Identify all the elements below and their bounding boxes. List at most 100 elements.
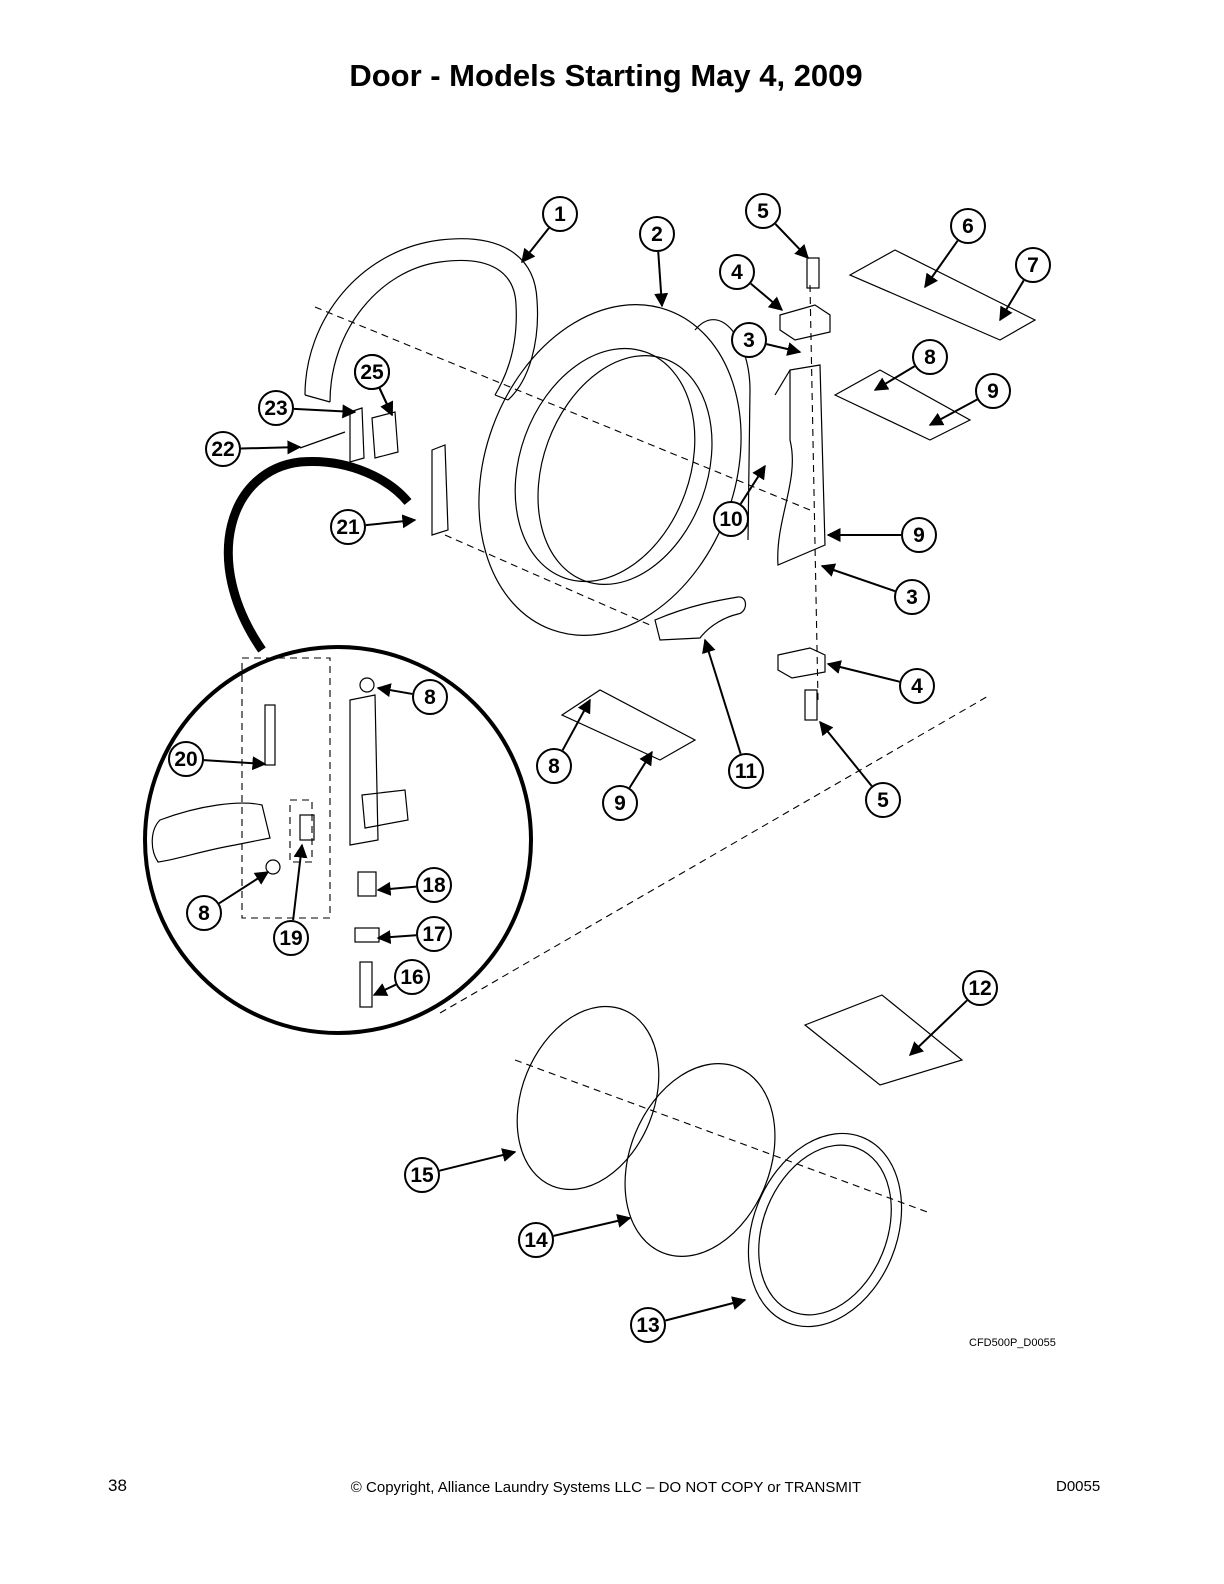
callout-leader xyxy=(439,1148,517,1172)
copyright-notice: © Copyright, Alliance Laundry Systems LL… xyxy=(350,1479,862,1496)
hinge-block-upper xyxy=(779,304,831,341)
callout-leader xyxy=(376,683,413,698)
callout-23: 23 xyxy=(258,390,357,426)
door-handle-part xyxy=(654,596,747,641)
callout-number: 11 xyxy=(735,760,758,783)
callout-leader xyxy=(376,881,417,896)
drawing-code: CFD500P_D0055 xyxy=(969,1337,1056,1349)
callout-leader xyxy=(908,999,968,1056)
callout-circle xyxy=(168,741,204,777)
callout-number: 12 xyxy=(968,977,991,1000)
callout-circle xyxy=(713,501,749,537)
callout-leader xyxy=(378,387,394,417)
callout-circle xyxy=(273,920,309,956)
callout-number: 17 xyxy=(422,923,445,946)
callout-circle xyxy=(894,579,930,615)
callout-circle xyxy=(186,895,222,931)
callout-circle xyxy=(536,748,572,784)
callout-9: 9 xyxy=(602,750,653,821)
callout-leader xyxy=(203,756,267,771)
callout-number: 8 xyxy=(198,902,210,925)
callout-20: 20 xyxy=(168,741,267,777)
callout-9: 9 xyxy=(928,373,1011,426)
callout-leader xyxy=(292,843,308,921)
callout-leader xyxy=(819,720,873,787)
callout-number: 23 xyxy=(264,397,287,420)
detail-panel-handle-screw xyxy=(560,689,697,761)
callout-6: 6 xyxy=(924,208,986,289)
callout-leader xyxy=(826,660,900,683)
callout-10: 10 xyxy=(713,464,766,537)
callout-11: 11 xyxy=(702,638,764,789)
callout-circle xyxy=(518,1222,554,1258)
callout-circle xyxy=(394,959,430,995)
callout-circle xyxy=(354,354,390,390)
callout-number: 7 xyxy=(1027,254,1039,277)
callout-21: 21 xyxy=(330,509,417,545)
callout-number: 21 xyxy=(336,516,360,539)
callout-number: 1 xyxy=(554,203,566,226)
callout-number: 20 xyxy=(174,748,197,771)
callout-leader xyxy=(928,398,978,426)
callout-5: 5 xyxy=(745,193,809,260)
glass-retaining-ring-part xyxy=(747,1132,903,1328)
callout-12: 12 xyxy=(908,970,998,1056)
callout-circle xyxy=(416,916,452,952)
callout-circle xyxy=(630,1307,666,1343)
callout-7: 7 xyxy=(999,247,1051,322)
callout-leader xyxy=(924,240,959,289)
hinge-bracket-part xyxy=(774,364,826,566)
door-frame-part xyxy=(478,304,751,636)
callout-number: 2 xyxy=(651,223,663,246)
callout-5: 5 xyxy=(819,720,901,818)
latch-bracket-part xyxy=(431,444,449,536)
callout-leader xyxy=(293,404,357,419)
callout-circle xyxy=(602,785,638,821)
callout-15: 15 xyxy=(404,1148,517,1193)
document-code: D0055 xyxy=(1056,1478,1101,1495)
callout-leader xyxy=(553,1214,632,1237)
callout-leader xyxy=(820,563,896,593)
hinge-pin-upper xyxy=(806,257,820,289)
callout-18: 18 xyxy=(376,867,452,903)
callout-number: 8 xyxy=(424,686,436,709)
callout-number: 9 xyxy=(913,524,925,547)
callout-8: 8 xyxy=(186,871,270,931)
callout-9: 9 xyxy=(826,517,937,553)
callout-number: 19 xyxy=(279,927,302,950)
hinge-pin-lower xyxy=(804,689,818,721)
callout-leader xyxy=(376,930,417,945)
callout-17: 17 xyxy=(376,916,452,952)
callout-circle xyxy=(404,1157,440,1193)
callout-number: 9 xyxy=(987,380,999,403)
callout-number: 4 xyxy=(731,261,743,284)
callout-circle xyxy=(901,517,937,553)
callout-leader xyxy=(628,750,653,789)
callout-number: 3 xyxy=(743,329,755,352)
callout-circle xyxy=(416,867,452,903)
callout-leader xyxy=(218,871,270,905)
callout-22: 22 xyxy=(205,431,302,467)
callout-leader xyxy=(999,279,1025,322)
callout-number: 13 xyxy=(636,1314,659,1337)
callout-number: 5 xyxy=(757,200,769,223)
callout-leader xyxy=(739,464,766,505)
page-number: 38 xyxy=(108,1476,127,1495)
callout-leader xyxy=(240,440,302,455)
callout-circle xyxy=(975,373,1011,409)
callout-circle xyxy=(258,390,294,426)
inner-gasket-ring-part xyxy=(624,1063,776,1257)
callout-number: 22 xyxy=(211,438,234,461)
callout-19: 19 xyxy=(273,843,309,956)
latch-screw-part xyxy=(299,431,346,449)
callout-circle xyxy=(745,193,781,229)
callout-4: 4 xyxy=(719,254,784,311)
callout-circle xyxy=(205,431,241,467)
door-glass-part xyxy=(516,1005,660,1191)
callout-8: 8 xyxy=(536,698,591,784)
callout-leader xyxy=(774,223,809,260)
strike-plate-part xyxy=(349,407,365,463)
callout-16: 16 xyxy=(372,959,430,996)
detail-panel-hardware xyxy=(848,249,1037,341)
